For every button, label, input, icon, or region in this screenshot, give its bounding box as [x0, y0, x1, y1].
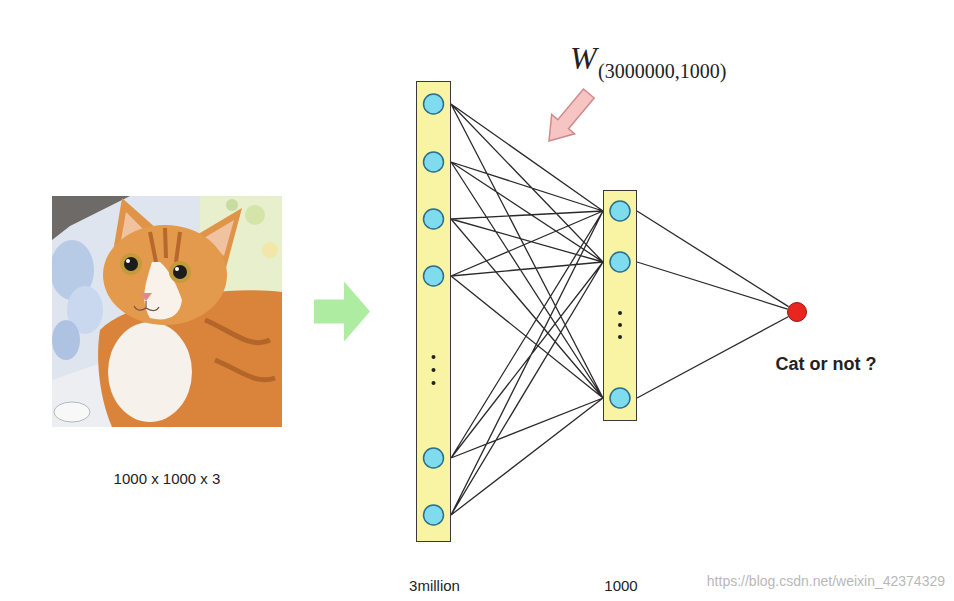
neuron — [423, 505, 443, 525]
layer-caption: 1000 x 1000 x 3 — [114, 470, 221, 488]
output-label: Cat or not ? — [776, 355, 877, 373]
neuron — [423, 266, 443, 286]
watermark: https://blog.csdn.net/weixin_42374329 — [707, 574, 945, 588]
neuron — [610, 252, 630, 272]
neuron — [423, 152, 443, 172]
neuron — [423, 448, 443, 468]
flow-arrow — [314, 282, 370, 342]
neuron — [423, 94, 443, 114]
hidden-layer: 1000 — [603, 190, 637, 421]
ellipsis-dot — [618, 323, 622, 327]
weight-shape: (3000000,1000) — [598, 61, 726, 81]
ellipsis-dot — [431, 355, 435, 359]
neuron — [610, 388, 630, 408]
layer-caption: 3million — [409, 577, 460, 595]
ellipsis-dot — [618, 335, 622, 339]
weight-connections — [451, 104, 603, 515]
layer-caption: 1000 — [604, 577, 637, 595]
pointer-arrow — [538, 84, 601, 151]
weight-symbol: W — [570, 42, 597, 74]
ellipsis-dot — [618, 311, 622, 315]
output-node: Cat or not ? — [787, 302, 807, 322]
input-layer: 3million — [416, 81, 451, 542]
neuron — [610, 201, 630, 221]
neuron — [423, 209, 443, 229]
ellipsis-dot — [431, 368, 435, 372]
weight-connections — [637, 211, 789, 398]
neuron-column — [603, 190, 637, 421]
ellipsis-dot — [431, 381, 435, 385]
cat-photo — [52, 196, 282, 427]
neuron-column — [416, 81, 451, 542]
input-image: 1000 x 1000 x 3 — [52, 196, 282, 427]
